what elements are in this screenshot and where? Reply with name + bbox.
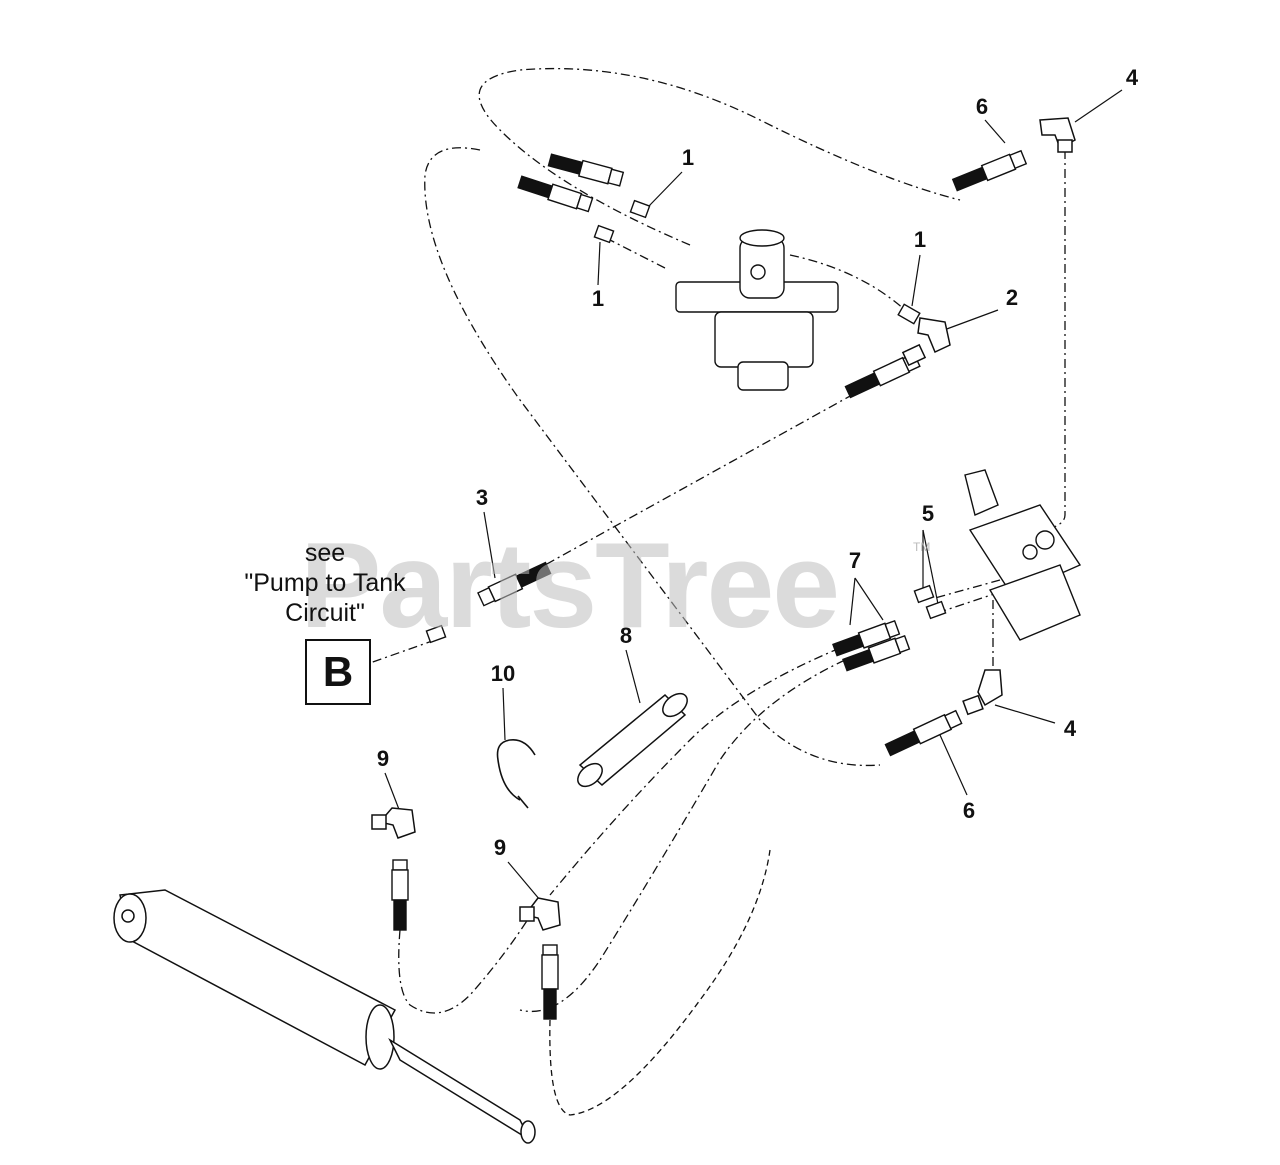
callout-4: 4 <box>1125 65 1139 90</box>
clamp-item-10 <box>496 738 536 809</box>
hose-routes <box>369 67 1066 1116</box>
adapter-fittings <box>425 199 947 644</box>
callout-6: 6 <box>975 94 989 119</box>
callout-7: 7 <box>848 548 862 573</box>
callout-1: 1 <box>681 145 695 170</box>
control-valve <box>675 229 839 391</box>
reference-b-box: B <box>305 639 371 705</box>
callout-8: 8 <box>619 623 633 648</box>
callout-1: 1 <box>591 286 605 311</box>
hose-ends <box>391 149 1028 1020</box>
callout-10: 10 <box>490 661 516 686</box>
note-line-1: see <box>304 539 346 567</box>
callout-6: 6 <box>962 798 976 823</box>
callout-4: 4 <box>1063 716 1077 741</box>
callout-3: 3 <box>475 485 489 510</box>
tube-item-8 <box>577 692 688 788</box>
reference-letter: B <box>322 648 354 695</box>
callout-9: 9 <box>376 746 390 771</box>
callout-9: 9 <box>493 835 507 860</box>
callout-5: 5 <box>921 501 935 526</box>
leader-lines <box>384 89 1123 901</box>
trademark-mark: TM <box>913 540 931 554</box>
note-line-2: "Pump to Tank <box>244 569 406 597</box>
note-line-3: Circuit" <box>285 599 365 627</box>
callout-1: 1 <box>913 227 927 252</box>
callout-2: 2 <box>1005 285 1019 310</box>
valve-block <box>964 469 1082 641</box>
elbow-fittings <box>371 117 1076 931</box>
see-pump-to-tank-note: see "Pump to Tank Circuit" <box>244 538 405 628</box>
hydraulic-cylinder <box>113 889 536 1144</box>
